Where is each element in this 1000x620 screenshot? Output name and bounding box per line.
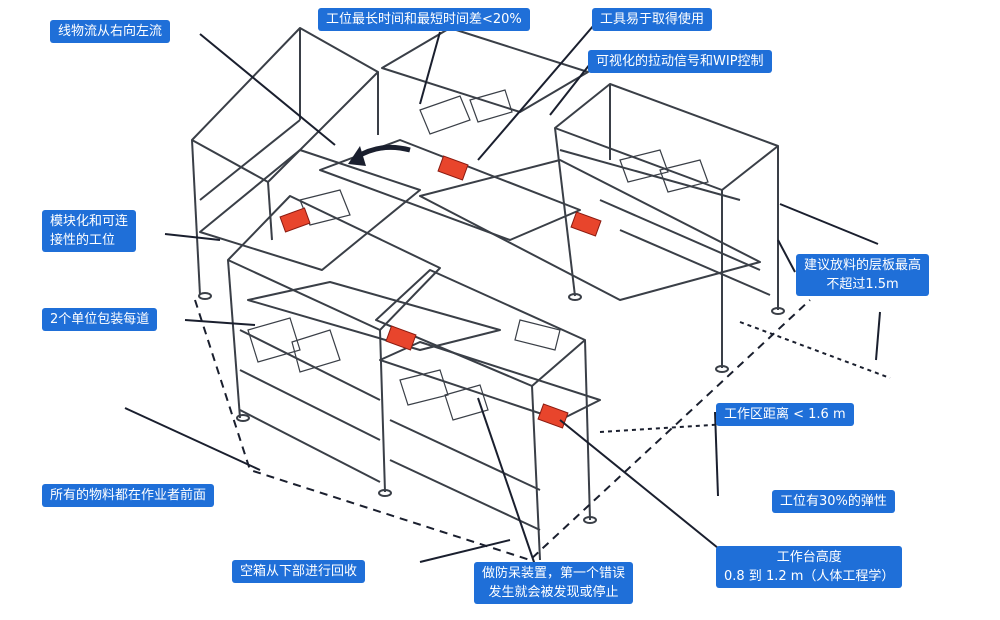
modular-label-line-2: 接性的工位 (50, 233, 116, 248)
tools-label: 工具易于取得使用 (592, 8, 713, 31)
cycle-time-label: 工位最长时间和最短时间差<20% (318, 8, 530, 31)
flow-direction-label: 线物流从右向左流 (50, 20, 171, 43)
warning-marker-icon (279, 207, 311, 233)
visual-control-label: 可视化的拉动信号和WIP控制 (588, 50, 772, 73)
error-proofing-line-2: 发生就会被发现或停止 (488, 585, 619, 600)
warning-marker-icon (537, 403, 569, 429)
bench-height-label: 工作台高度 0.8 到 1.2 m（人体工程学） (716, 546, 903, 588)
empty-box-label: 空箱从下部进行回收 (232, 560, 366, 583)
shelf-height-line-1: 建议放料的层板最高 (804, 258, 922, 273)
work-distance-label: 工作区距离 < 1.6 m (716, 403, 854, 426)
arrowhead-icon (348, 146, 366, 166)
error-proofing-line-1: 做防呆装置，第一个错误 (482, 566, 626, 581)
curved-arrow-icon (353, 144, 411, 161)
packaging-label: 2个单位包装每道 (42, 308, 158, 331)
bench-height-line-2: 0.8 到 1.2 m（人体工程学） (724, 569, 895, 584)
warning-markers (279, 155, 602, 429)
warning-marker-icon (437, 155, 469, 181)
work-area-boundary (194, 299, 811, 562)
flexibility-label: 工位有30%的弹性 (772, 490, 895, 513)
leader-lines (124, 17, 891, 566)
modular-workstation-label: 模块化和可连 接性的工位 (42, 210, 137, 252)
warning-marker-icon (570, 211, 602, 237)
shelf-height-label: 建议放料的层板最高 不超过1.5m (796, 254, 930, 296)
modular-label-line-1: 模块化和可连 (50, 214, 129, 229)
warning-marker-icon (385, 325, 417, 351)
bench-height-line-1: 工作台高度 (776, 550, 842, 565)
bins-outline (247, 89, 709, 421)
error-proofing-label: 做防呆装置，第一个错误 发生就会被发现或停止 (474, 562, 634, 604)
materials-front-label: 所有的物料都在作业者前面 (42, 484, 215, 507)
shelf-height-line-2: 不超过1.5m (826, 277, 899, 292)
